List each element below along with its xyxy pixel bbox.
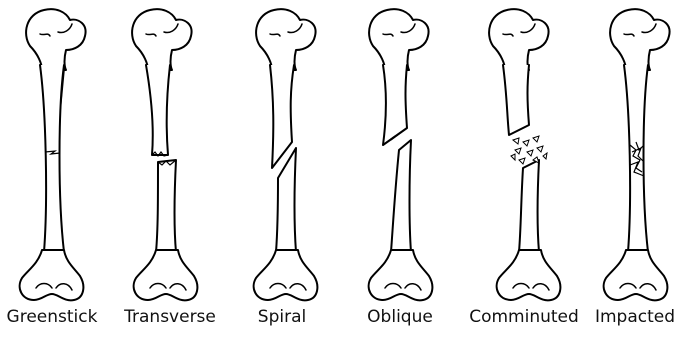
comminuted-bone xyxy=(489,9,560,300)
oblique-bone xyxy=(369,9,433,300)
greenstick-bone xyxy=(20,9,86,300)
label-transverse: Transverse xyxy=(110,307,230,327)
label-impacted: Impacted xyxy=(575,307,695,327)
label-spiral: Spiral xyxy=(222,307,342,327)
spiral-bone xyxy=(254,9,318,300)
label-greenstick: Greenstick xyxy=(0,307,112,327)
impacted-bone xyxy=(604,9,670,300)
label-oblique: Oblique xyxy=(340,307,460,327)
label-comminuted: Comminuted xyxy=(464,307,584,327)
transverse-bone xyxy=(132,9,197,300)
